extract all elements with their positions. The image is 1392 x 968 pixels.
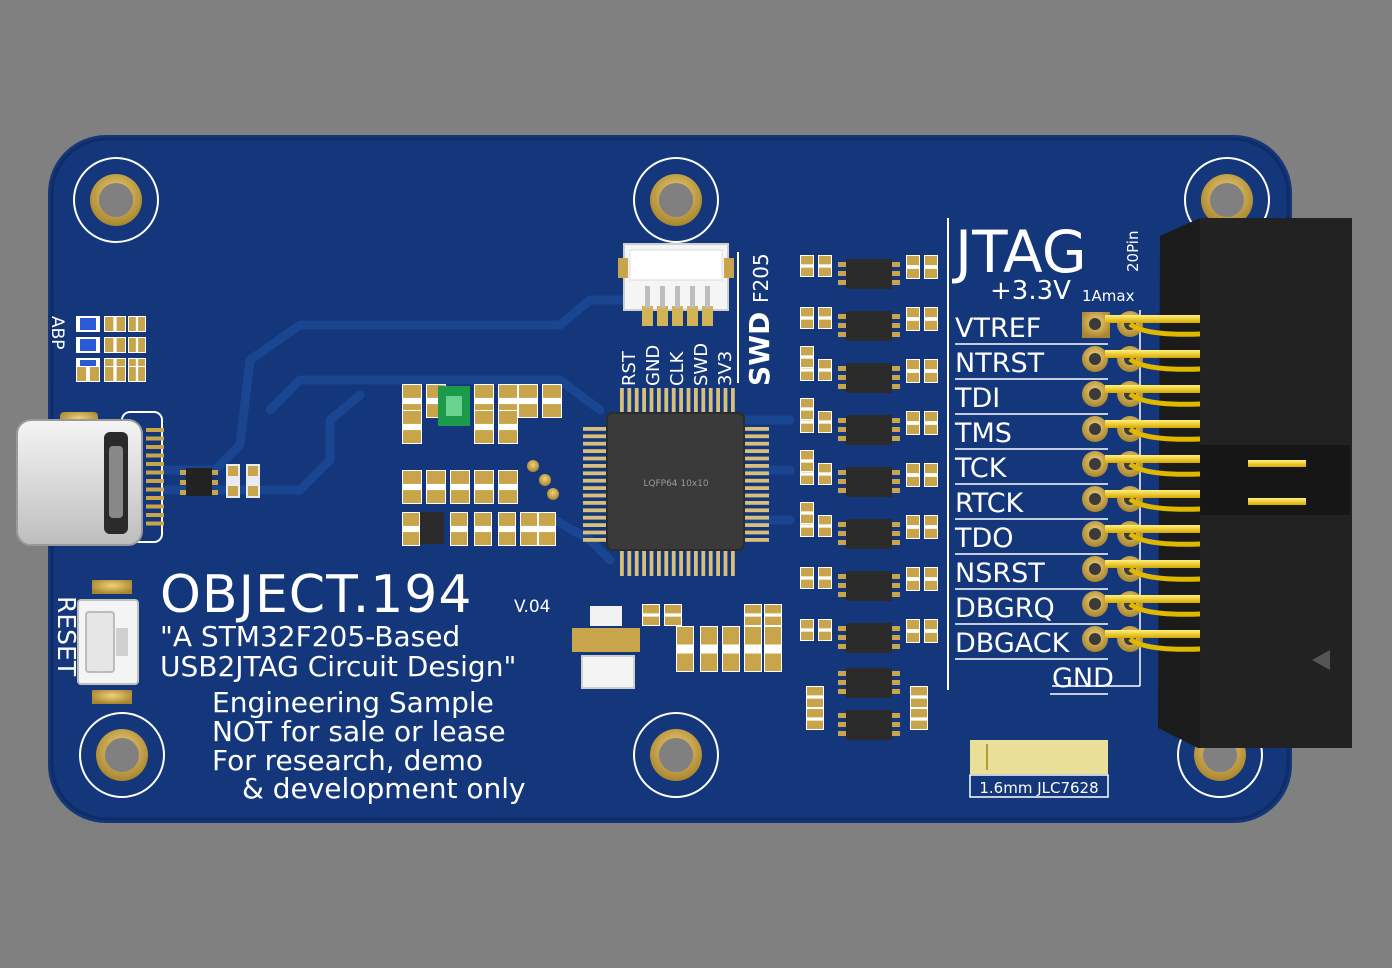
jtag-pin-label-ntrst: NTRST: [955, 348, 1045, 379]
jtag-pin-label-nsrst: NSRST: [955, 558, 1045, 589]
board-note-line3: For research, demo: [212, 744, 483, 777]
mounting-holes: [73, 157, 1270, 798]
jtag-power-label: +3.3V: [990, 276, 1071, 306]
jtag-pin-label-rtck: RTCK: [955, 488, 1025, 519]
swd-pin-label-3v3: 3V3: [715, 351, 736, 386]
mounting-hole-bottom-mid: [633, 712, 719, 798]
board-version: V.04: [514, 597, 550, 617]
mounting-hole-top-mid: [633, 157, 719, 243]
swd-pin-label-rst: RST: [619, 350, 640, 386]
board-note-line1: Engineering Sample: [212, 686, 494, 719]
jtag-title: JTAG: [952, 218, 1087, 286]
status-leds: ABP: [47, 316, 146, 382]
led-label: ABP: [47, 316, 67, 350]
usb-c-connector: [16, 411, 164, 546]
vias: [527, 460, 559, 500]
jtag-header: [1082, 218, 1352, 748]
stackup-marker: 1.6mm JLC7628: [969, 740, 1109, 798]
board-title: OBJECT.194: [160, 565, 472, 625]
swd-connector: [618, 243, 734, 326]
board-note-line4: & development only: [242, 772, 526, 805]
reset-button[interactable]: [77, 580, 139, 704]
passive-components-left: [402, 384, 562, 546]
jtag-pin-labels: VTREF NTRST TDI TMS TCK RTCK TDO NSRST DBGRQ DBGA…: [954, 310, 1141, 695]
board-note-line2: NOT for sale or lease: [212, 715, 506, 748]
jtag-pin-count: 20Pin: [1124, 231, 1142, 272]
board-subtitle-line2: USB2JTAG Circuit Design": [160, 650, 516, 683]
jtag-power-limit: 1Amax: [1082, 287, 1135, 305]
passive-components-lower: [572, 604, 928, 740]
stackup-label: 1.6mm JLC7628: [979, 779, 1098, 797]
esd-protection-ic: [180, 464, 260, 498]
mcu-stm32f205: LQFP64 10x10: [583, 388, 769, 576]
swd-pin-label-gnd: GND: [643, 345, 664, 386]
swd-pin-label-clk: CLK: [667, 350, 688, 386]
jtag-pin-label-tms: TMS: [954, 418, 1012, 449]
swd-title: SWD: [743, 312, 776, 386]
jtag-pin-label-tdi: TDI: [954, 383, 1000, 414]
swd-target-label: F205: [749, 253, 773, 303]
board-subtitle-line1: "A STM32F205-Based: [160, 620, 460, 653]
swd-pin-label-swd: SWD: [691, 343, 712, 386]
jtag-pin-label-gnd: GND: [1052, 663, 1114, 694]
board-silkscreen-text: OBJECT.194 V.04 "A STM32F205-Based USB2J…: [160, 565, 550, 805]
jtag-pin-label-dbgrq: DBGRQ: [955, 593, 1055, 624]
level-shifter-array: [800, 255, 938, 653]
jtag-pin-label-vtref: VTREF: [955, 313, 1041, 344]
jtag-pin-label-tdo: TDO: [954, 523, 1014, 554]
crystal: [438, 386, 470, 426]
jtag-pin-label-tck: TCK: [954, 453, 1008, 484]
reset-label: RESET: [52, 596, 81, 677]
mounting-hole-bottom-left: [79, 712, 165, 798]
mounting-hole-top-left: [73, 157, 159, 243]
mounting-hole-top-right: [1184, 157, 1270, 243]
mcu-package-label: LQFP64 10x10: [643, 479, 709, 489]
jtag-pin-label-dbgack: DBGACK: [955, 628, 1071, 659]
